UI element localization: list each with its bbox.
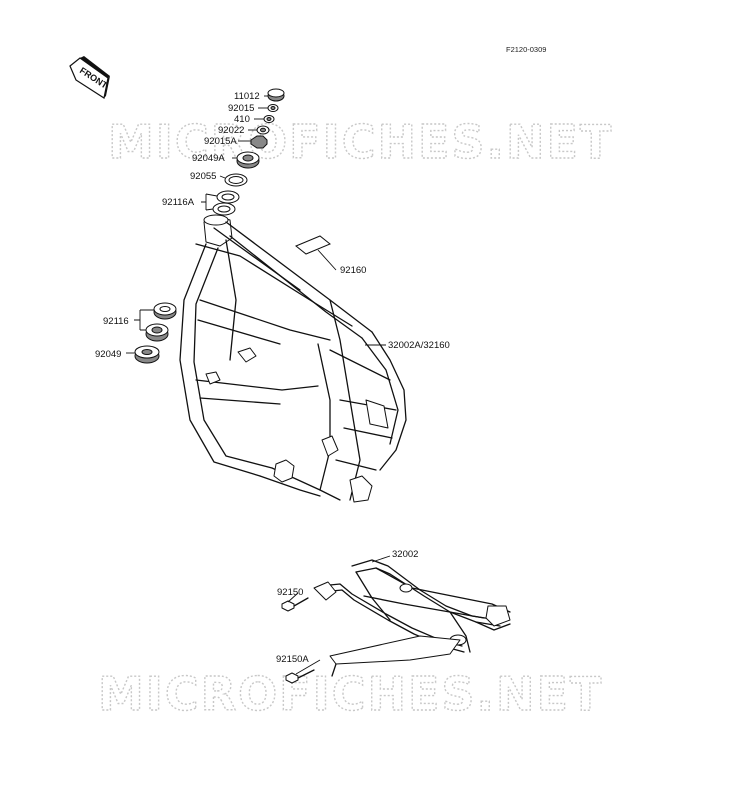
label-32002a-32160: 32002A/32160 xyxy=(388,340,450,351)
label-92116a: 92116A xyxy=(162,197,195,208)
main-frame xyxy=(179,214,407,503)
label-11012: 11012 xyxy=(234,91,260,102)
front-arrow-icon: FRONT xyxy=(69,56,110,99)
label-92015: 92015 xyxy=(228,103,254,114)
label-32002: 32002 xyxy=(392,549,418,560)
label-92116: 92116 xyxy=(103,316,129,327)
label-410: 410 xyxy=(234,114,250,125)
diagram-code: F2120-0309 xyxy=(506,45,546,54)
label-92150a: 92150A xyxy=(276,654,309,665)
steering-stem-parts xyxy=(212,88,285,216)
watermark-bottom: MICROFICHES.NET xyxy=(98,667,603,721)
lower-bearing-parts xyxy=(134,302,177,364)
label-92055: 92055 xyxy=(190,171,216,182)
label-92049: 92049 xyxy=(95,349,121,360)
label-92160: 92160 xyxy=(340,265,366,276)
label-92022: 92022 xyxy=(218,125,244,136)
rear-subframe xyxy=(313,559,511,677)
bolt-92150a-icon xyxy=(285,669,315,684)
label-92015a: 92015A xyxy=(204,136,237,147)
watermark-top: MICROFICHES.NET xyxy=(108,115,613,169)
bolt-92150-icon xyxy=(281,597,309,612)
label-92049a: 92049A xyxy=(192,153,225,164)
leader-lines xyxy=(126,95,391,675)
label-92150: 92150 xyxy=(277,587,303,598)
